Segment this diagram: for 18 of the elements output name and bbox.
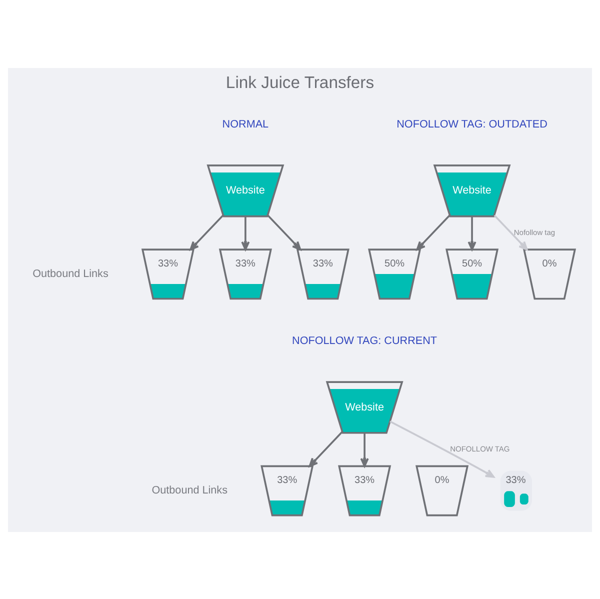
edge-label: NOFOLLOW TAG xyxy=(450,444,510,453)
arrow xyxy=(267,214,302,250)
arrow xyxy=(190,214,224,250)
arrow xyxy=(241,216,250,250)
arrow xyxy=(416,214,450,250)
arrow xyxy=(308,430,343,466)
arrow xyxy=(360,432,369,467)
diagram-title: Link Juice Transfers xyxy=(226,72,374,92)
arrow xyxy=(390,420,494,478)
label: NOFOLLOW TAG: CURRENT xyxy=(292,334,438,347)
label: Outbound Links xyxy=(152,484,228,496)
edge-label: Nofollow tag xyxy=(514,227,556,236)
label: Outbound Links xyxy=(32,268,108,280)
node-box: 33% xyxy=(500,470,532,510)
label: NOFOLLOW TAG: OUTDATED xyxy=(396,118,548,130)
label: NORMAL xyxy=(222,118,269,130)
arrow xyxy=(494,214,528,250)
arrow xyxy=(468,216,476,250)
